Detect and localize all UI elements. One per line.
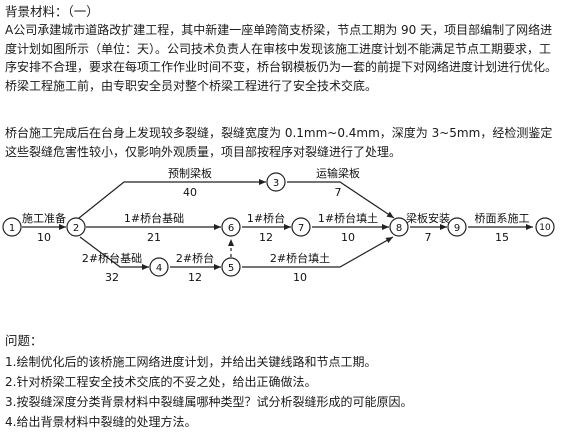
activity-label-girder-install: 梁板安装 — [406, 211, 450, 225]
activity-duration-prep: 10 — [37, 231, 51, 244]
activity-label-deck: 桥面系施工 — [475, 212, 530, 225]
activity-label-prep: 施工准备 — [22, 211, 66, 225]
node-8 — [389, 217, 409, 237]
node-2 — [66, 217, 86, 237]
activity-duration-abutment2: 12 — [188, 271, 202, 284]
arrow-5-8 — [242, 236, 394, 268]
material-heading: 背景材料：（一） — [5, 4, 99, 19]
node-label-5: 5 — [228, 263, 234, 274]
node-label-9: 9 — [454, 223, 460, 234]
activity-duration-precast: 40 — [183, 186, 197, 199]
network-schedule-diagram: 1 2 3 4 5 6 7 8 9 10 施工准备 10 预制梁板 40 运输梁… — [2, 166, 555, 284]
node-1 — [2, 217, 22, 237]
activity-duration-abutment1-backfill: 10 — [341, 231, 355, 244]
node-3 — [266, 172, 286, 192]
activity-label-abutment1-backfill: 1#桥台填土 — [318, 211, 378, 225]
node-label-6: 6 — [228, 223, 234, 234]
node-label-10: 10 — [539, 223, 551, 233]
activity-label-abutment1-foundation: 1#桥台基础 — [124, 211, 184, 225]
questions-list: 1.绘制优化后的该桥施工网络进度计划，并给出关键线路和节点工期。 2.针对桥梁工… — [5, 352, 412, 432]
activity-label-precast: 预制梁板 — [168, 166, 212, 180]
activity-duration-abutment2-backfill: 10 — [293, 271, 307, 284]
activity-label-transport: 运输梁板 — [316, 166, 360, 180]
arrow-3-8 — [287, 181, 395, 219]
node-6 — [221, 217, 241, 237]
activity-duration-abutment1: 12 — [259, 231, 273, 244]
activity-label-abutment2-backfill: 2#桥台填土 — [270, 251, 330, 265]
paragraph-project-description: A公司承建城市道路改扩建工程，其中新建一座单跨简支桥梁，节点工期为 90 天，项… — [5, 23, 558, 93]
node-label-2: 2 — [73, 223, 79, 234]
node-label-1: 1 — [9, 223, 15, 234]
node-9 — [447, 217, 467, 237]
arrow-2-3 — [78, 179, 266, 219]
node-label-8: 8 — [396, 223, 402, 234]
node-7 — [291, 217, 311, 237]
questions-title: 问题： — [5, 333, 43, 348]
node-5 — [221, 257, 241, 277]
activity-label-abutment1: 1#桥台 — [247, 211, 285, 225]
activity-duration-transport: 7 — [335, 186, 342, 199]
activity-duration-deck: 15 — [495, 231, 509, 244]
arrow-2-4 — [79, 236, 149, 270]
question-item: 1.绘制优化后的该桥施工网络进度计划，并给出关键线路和节点工期。 — [5, 355, 377, 369]
node-label-4: 4 — [156, 263, 162, 274]
node-label-3: 3 — [273, 178, 279, 189]
question-item: 4.给出背景材料中裂缝的处理方法。 — [5, 415, 197, 429]
node-10 — [535, 217, 555, 237]
question-item: 2.针对桥梁工程安全技术交底的不妥之处，给出正确做法。 — [5, 375, 317, 389]
node-label-7: 7 — [298, 223, 304, 234]
activity-label-abutment2: 2#桥台 — [176, 251, 214, 265]
activity-duration-abutment2-foundation: 32 — [105, 271, 119, 284]
question-item: 3.按裂缝深度分类背景材料中裂缝属哪种类型？试分析裂缝形成的可能原因。 — [5, 395, 413, 409]
activity-duration-girder-install: 7 — [425, 231, 432, 244]
paragraph-crack-description: 桥台施工完成后在台身上发现较多裂缝，裂缝宽度为 0.1mm~0.4mm，深度为 … — [5, 126, 553, 159]
activity-label-abutment2-foundation: 2#桥台基础 — [82, 251, 142, 265]
activity-duration-abutment1-foundation: 21 — [147, 231, 161, 244]
node-4 — [149, 257, 169, 277]
